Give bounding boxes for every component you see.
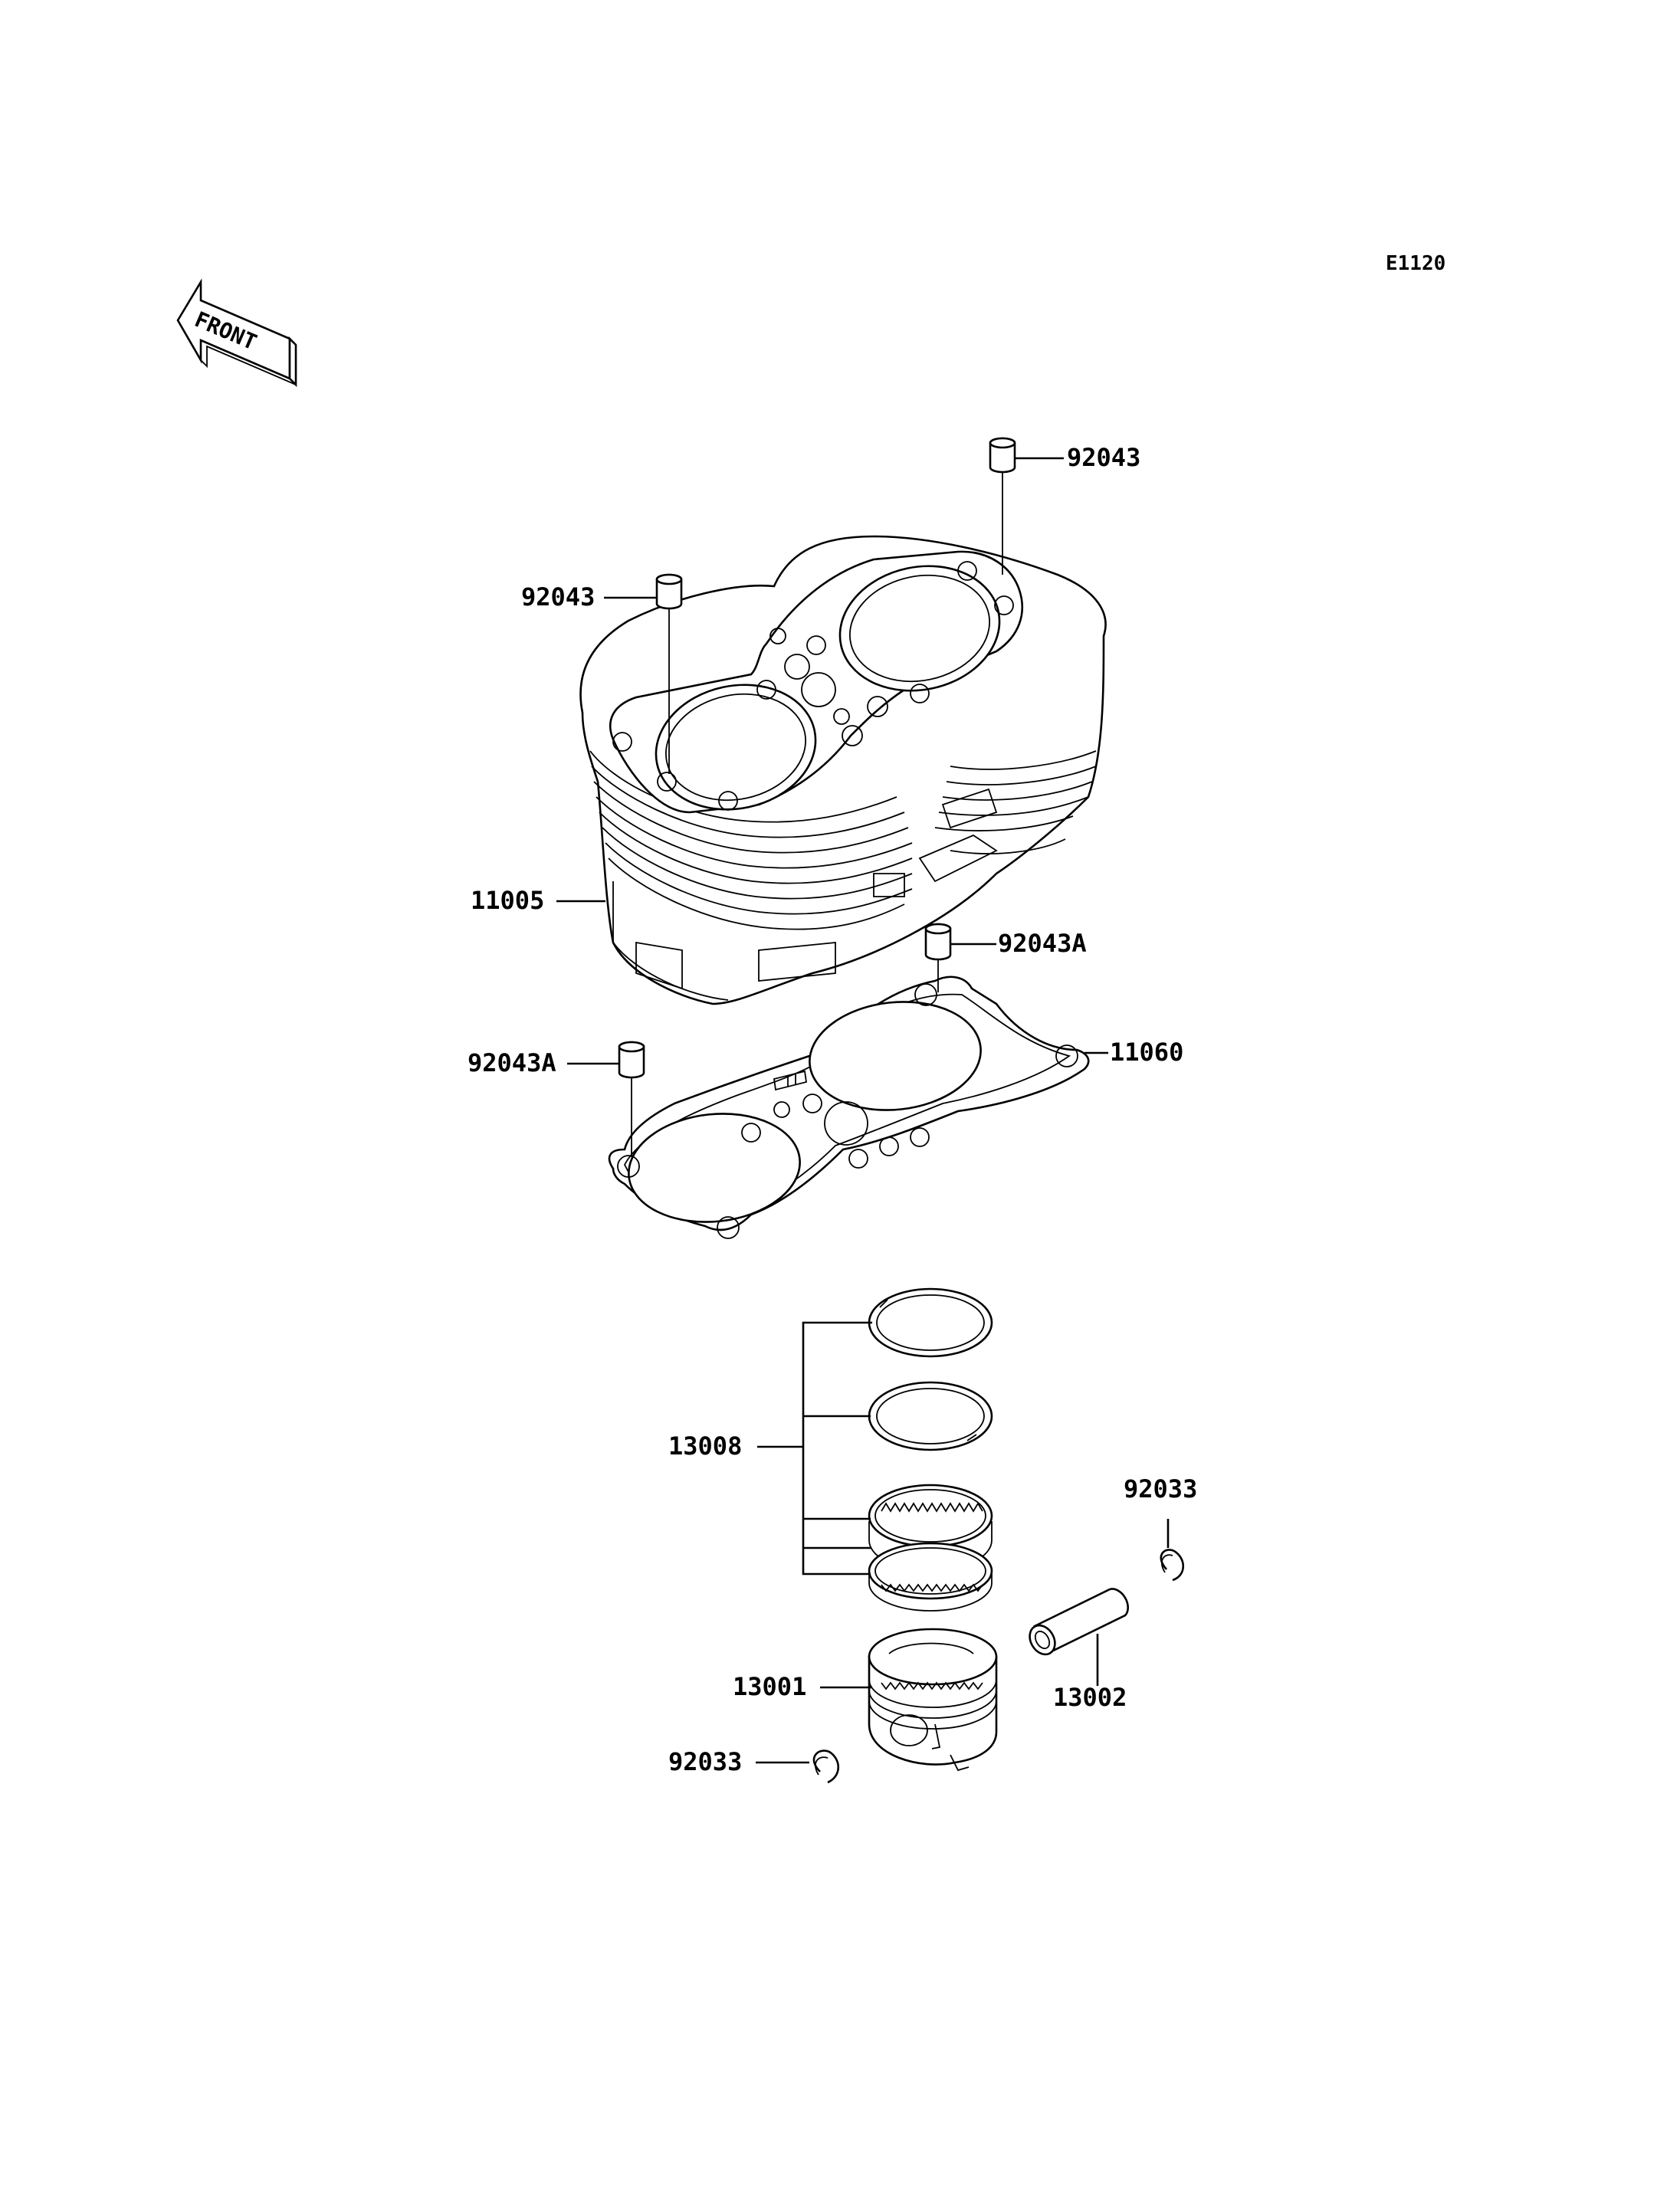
piston-ring-second xyxy=(868,1381,993,1451)
dowel-pin-gasket-right xyxy=(924,923,952,961)
circlip-right xyxy=(1160,1549,1185,1582)
cylinder-block xyxy=(579,535,1107,1005)
front-arrow-icon: FRONT xyxy=(176,278,297,388)
diagram-code: E1120 xyxy=(1386,252,1445,275)
piston-ring-top xyxy=(868,1287,993,1358)
dowel-pin-gasket-left xyxy=(618,1041,645,1079)
piston-pin xyxy=(1029,1588,1130,1656)
label-11005: 11005 xyxy=(471,886,544,915)
label-92033-right: 92033 xyxy=(1124,1474,1197,1503)
circlip-left xyxy=(812,1749,840,1784)
label-92043A-left: 92043A xyxy=(468,1048,556,1077)
oil-ring-lower xyxy=(868,1542,993,1612)
cylinder-gasket xyxy=(608,976,1090,1239)
piston xyxy=(868,1628,998,1772)
label-13008: 13008 xyxy=(668,1431,742,1461)
dowel-pin-top-left xyxy=(655,573,683,610)
label-92033-left: 92033 xyxy=(668,1747,742,1776)
label-92043-top-right: 92043 xyxy=(1067,443,1140,472)
dowel-pin-top-right xyxy=(989,437,1016,474)
label-11060: 11060 xyxy=(1110,1038,1183,1067)
label-92043-top-left: 92043 xyxy=(521,582,595,612)
label-13002: 13002 xyxy=(1053,1683,1127,1712)
label-92043A-right: 92043A xyxy=(998,929,1087,958)
label-13001: 13001 xyxy=(733,1672,806,1701)
